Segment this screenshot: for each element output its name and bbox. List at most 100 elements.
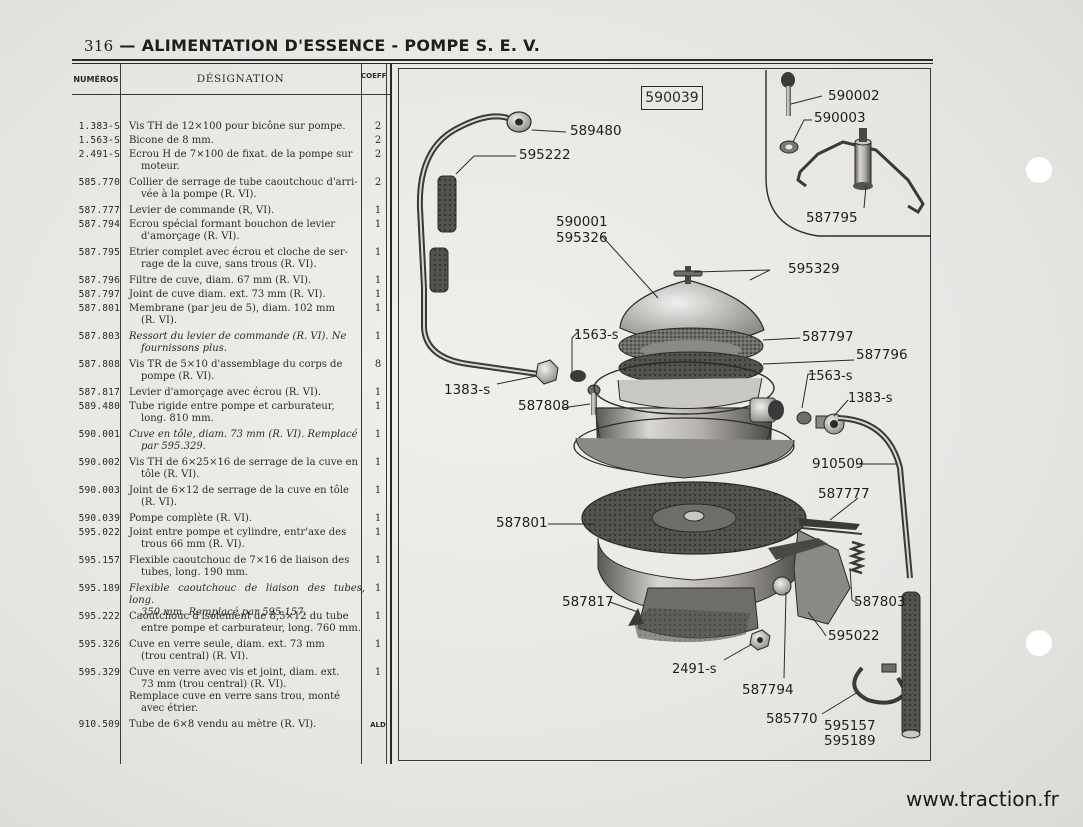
page-header: 316 — ALIMENTATION D'ESSENCE - POMPE S. … xyxy=(84,36,934,60)
part-coeff: 1 xyxy=(374,457,382,468)
page-number: 316 xyxy=(84,37,114,55)
header-dash: — xyxy=(119,36,136,55)
part-designation: Ecrou H de 7×100 de fixat. de la pompe s… xyxy=(129,149,365,173)
rigid-tube-lower xyxy=(421,288,539,377)
callout-595326: 595326 xyxy=(556,230,608,246)
clamp-585770 xyxy=(852,666,909,705)
callout-587796: 587796 xyxy=(856,347,908,363)
part-number: 587.808 xyxy=(78,359,120,370)
callout-590003: 590003 xyxy=(814,110,866,126)
designation-line: par 595.329. xyxy=(141,441,206,452)
lever-587817 xyxy=(628,608,644,626)
inset-border xyxy=(765,70,931,237)
part-designation: Cuve en verre avec vis et joint, diam. e… xyxy=(129,667,365,715)
designation-line: Remplace cuve en verre sans trou, monté xyxy=(129,691,341,702)
pump-lower-body xyxy=(597,518,863,643)
designation-line: Ressort du levier de commande (R. VI). N… xyxy=(129,331,347,342)
part-number: 587.801 xyxy=(78,303,120,314)
binder-hole xyxy=(1026,157,1052,183)
designation-line: Ecrou H de 7×100 de fixat. de la pompe s… xyxy=(129,149,353,160)
pump-upper-body xyxy=(573,361,795,479)
binder-hole xyxy=(1026,630,1052,656)
part-number: 595.222 xyxy=(78,611,120,622)
callout-587803: 587803 xyxy=(854,594,906,610)
header-rule-thin xyxy=(72,63,933,64)
gasket-hole xyxy=(785,144,793,150)
designation-line: Bicone de 8 mm. xyxy=(129,135,214,146)
col-header-designation: DÉSIGNATION xyxy=(196,73,285,85)
designation-line: Pompe complète (R. VI). xyxy=(129,513,253,524)
part-number: 595.157 xyxy=(78,555,120,566)
designation-line: tubes, long. 190 mm. xyxy=(141,567,249,578)
part-designation: Vis TH de 6×25×16 de serrage de la cuve … xyxy=(129,457,365,481)
callout-589480: 589480 xyxy=(570,123,622,139)
part-number: 589.480 xyxy=(78,401,120,412)
callout-595022: 595022 xyxy=(828,628,880,644)
callout-595329: 595329 xyxy=(788,261,840,277)
designation-line: (trou central) (R. VI). xyxy=(141,651,249,662)
callout-2491: 2491-s xyxy=(672,662,717,677)
designation-line: 73 mm (trou central) (R. VI). xyxy=(141,679,287,690)
part-designation: Tube rigide entre pompe et carburateur,l… xyxy=(129,401,365,425)
designation-line: Vis TH de 6×25×16 de serrage de la cuve … xyxy=(129,457,358,468)
part-coeff: 1 xyxy=(374,303,382,314)
part-designation: Etrier complet avec écrou et cloche de s… xyxy=(129,247,365,271)
membrane-587801 xyxy=(581,481,807,555)
designation-line: Flexible caoutchouc de 7×16 de liaison d… xyxy=(129,555,350,566)
part-number: 595.329 xyxy=(78,667,120,678)
part-designation: Collier de serrage de tube caoutchouc d'… xyxy=(129,177,365,201)
flexible-hose-595157 xyxy=(901,591,921,737)
header-underline xyxy=(72,94,390,95)
screw-590002 xyxy=(781,72,795,116)
col-header-numbers: NUMÉROS xyxy=(73,75,119,84)
part-number: 590.003 xyxy=(78,485,120,496)
designation-line: Filtre de cuve, diam. 67 mm (R. VI). xyxy=(129,275,312,286)
callout-587801: 587801 xyxy=(496,515,548,531)
callout-595189: 595189 xyxy=(824,733,876,749)
callout-590001: 590001 xyxy=(556,214,608,230)
part-designation: Joint de cuve diam. ext. 73 mm (R. VI). xyxy=(129,289,365,301)
part-number: 587.803 xyxy=(78,331,120,342)
exploded-view-diagram xyxy=(416,70,931,739)
designation-line: (R. VI). xyxy=(141,315,178,326)
col-header-coeff: COEFF xyxy=(361,72,387,80)
designation-line: d'amorçage (R. VI). xyxy=(141,231,240,242)
designation-line: long. 810 mm. xyxy=(141,413,214,424)
diagram-frame xyxy=(398,68,931,761)
designation-line: avec étrier. xyxy=(141,703,199,714)
designation-line: Vis TH de 12×100 pour bicône sur pompe. xyxy=(129,121,346,132)
part-designation: Caoutchouc d'isolement de 8,5×12 du tube… xyxy=(129,611,365,635)
designation-line: Joint de cuve diam. ext. 73 mm (R. VI). xyxy=(129,289,326,300)
designation-line: Levier de commande (R, VI). xyxy=(129,205,275,216)
leader-lines xyxy=(455,95,896,715)
banjo-hole xyxy=(515,118,523,126)
callout-587794: 587794 xyxy=(742,682,794,698)
part-designation: Pompe complète (R. VI). xyxy=(129,513,365,525)
callout-910509: 910509 xyxy=(812,456,864,472)
part-coeff: 2 xyxy=(374,135,382,146)
designation-line: tôle (R. VI). xyxy=(141,469,200,480)
designation-line: Tube rigide entre pompe et carburateur, xyxy=(129,401,335,412)
designation-line: Levier d'amorçage avec écrou (R. VI). xyxy=(129,387,322,398)
callout-587777: 587777 xyxy=(818,486,870,502)
part-number: 587.797 xyxy=(78,289,120,300)
part-coeff: ALD xyxy=(370,721,386,729)
part-number: 595.189 xyxy=(78,583,120,594)
part-designation: Levier de commande (R, VI). xyxy=(129,205,365,217)
part-coeff: 1 xyxy=(374,331,382,342)
table-border xyxy=(390,64,392,764)
column-divider xyxy=(386,64,387,764)
part-number: 2.491-S xyxy=(78,149,120,160)
designation-line: Vis TR de 5×10 d'assemblage du corps de xyxy=(129,359,343,370)
column-divider xyxy=(120,64,121,764)
callout-1563-left: 1563-s xyxy=(574,328,619,343)
bicone-1563-left xyxy=(570,370,586,382)
header-rule xyxy=(72,59,933,61)
part-coeff: 1 xyxy=(374,485,382,496)
part-coeff: 1 xyxy=(374,667,382,678)
assembly-box-label: 590039 xyxy=(641,86,703,110)
column-divider xyxy=(361,64,362,764)
designation-line: pompe (R. VI). xyxy=(141,371,215,382)
part-designation: Filtre de cuve, diam. 67 mm (R. VI). xyxy=(129,275,365,287)
